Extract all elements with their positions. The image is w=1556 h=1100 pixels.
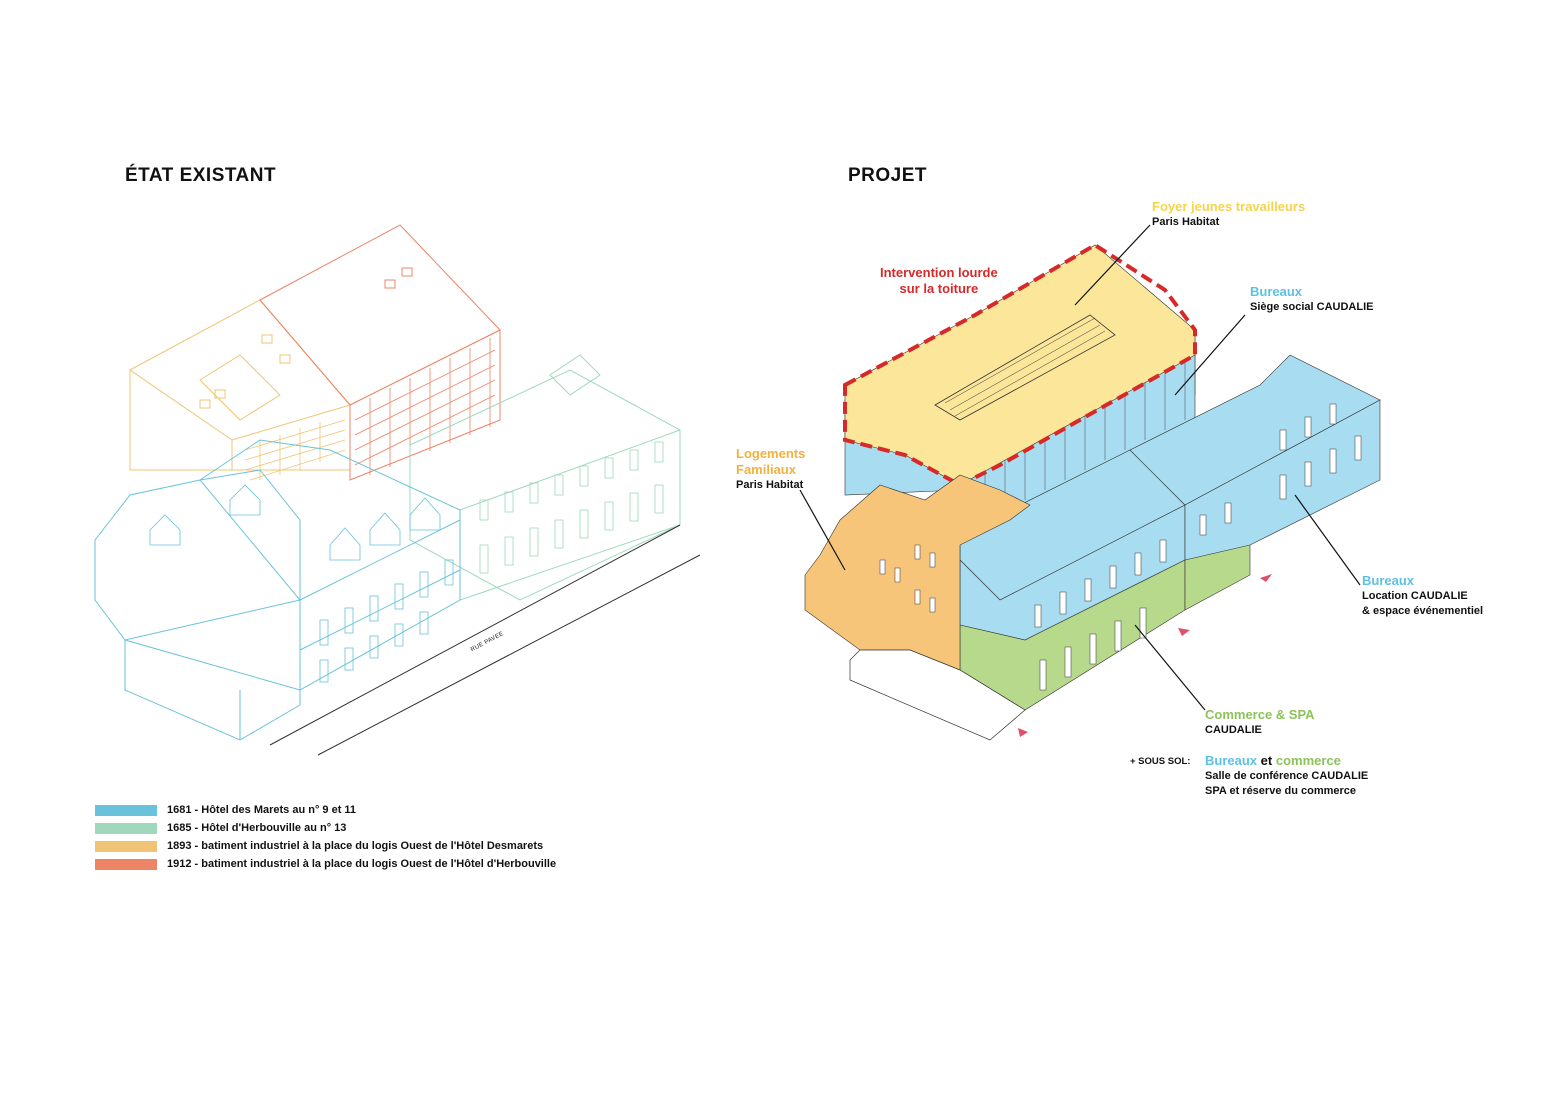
sous-sol-line2: SPA et réserve du commerce: [1205, 785, 1357, 797]
sous-sol-prefix: + SOUS SOL:: [1130, 756, 1191, 767]
foyer-subtitle: Paris Habitat: [1152, 216, 1220, 228]
leader-lines: [799, 224, 1361, 711]
legend-text: 1893 - batiment industriel à la place du…: [167, 840, 544, 852]
legend-item: 1681 - Hôtel des Marets au n° 9 et 11: [95, 803, 356, 817]
logements-line1: Logements: [736, 446, 806, 461]
foyer-title: Foyer jeunes travailleurs: [1152, 199, 1306, 214]
commerce-subtitle: CAUDALIE: [1205, 724, 1262, 736]
building-1893-outline: [129, 299, 351, 481]
legend-item: 1685 - Hôtel d'Herbouville au n° 13: [95, 821, 346, 835]
legend-swatch: [95, 804, 157, 816]
sous-sol-label: Bureaux et commerce Salle de conférence …: [1205, 753, 1368, 799]
intervention-outline: [843, 242, 1197, 488]
commerce-label: Commerce & SPA CAUDALIE: [1205, 707, 1315, 738]
logements-subtitle: Paris Habitat: [736, 479, 804, 491]
rue-pavee-street: [269, 524, 701, 756]
entrance-arrow: [1018, 728, 1028, 737]
courtyard-base: [849, 649, 1026, 741]
existing-state-title: ÉTAT EXISTANT: [125, 165, 277, 186]
bureaux-right-line1: Location CAUDALIE: [1362, 590, 1468, 602]
bureaux-top-title: Bureaux: [1250, 284, 1303, 299]
logements-line2: Familiaux: [736, 462, 796, 477]
legend-text: 1685 - Hôtel d'Herbouville au n° 13: [167, 822, 347, 834]
legend-item: 1912 - batiment industriel à la place du…: [95, 857, 556, 871]
bureaux-right-line2: & espace événementiel: [1362, 605, 1484, 617]
sous-sol-word3: commerce: [1275, 753, 1341, 768]
sous-sol-word2: et: [1260, 753, 1273, 768]
bureaux-right-label: Bureaux Location CAUDALIE & espace événe…: [1362, 573, 1483, 619]
legend-swatch: [95, 822, 157, 834]
legend-text: 1912 - batiment industriel à la place du…: [167, 858, 557, 870]
intervention-line2: sur la toiture: [899, 281, 979, 296]
sous-sol-line1: Salle de conférence CAUDALIE: [1205, 770, 1369, 782]
bureaux-top-subtitle: Siège social CAUDALIE: [1250, 301, 1374, 313]
project-title: PROJET: [848, 165, 928, 186]
sous-sol-word1: Bureaux: [1205, 753, 1258, 768]
foyer-label: Foyer jeunes travailleurs Paris Habitat: [1152, 199, 1305, 230]
legend-item: 1893 - batiment industriel à la place du…: [95, 839, 543, 853]
entrance-arrow: [1260, 574, 1272, 582]
legend-swatch: [95, 840, 157, 852]
bureaux-top-label: Bureaux Siège social CAUDALIE: [1250, 284, 1373, 315]
legend-text: 1681 - Hôtel des Marets au n° 9 et 11: [167, 804, 357, 816]
hotel-right-roof: [1129, 354, 1381, 506]
commerce-title: Commerce & SPA: [1205, 707, 1315, 722]
hotel-marets-outline: [94, 439, 461, 741]
bureaux-right-title: Bureaux: [1362, 573, 1415, 588]
intervention-label: Intervention lourde sur la toiture: [880, 265, 998, 297]
legend-swatch: [95, 858, 157, 870]
intervention-line1: Intervention lourde: [880, 265, 998, 280]
logements-label: Logements Familiaux Paris Habitat: [736, 446, 805, 493]
entrance-arrow: [1178, 628, 1190, 636]
